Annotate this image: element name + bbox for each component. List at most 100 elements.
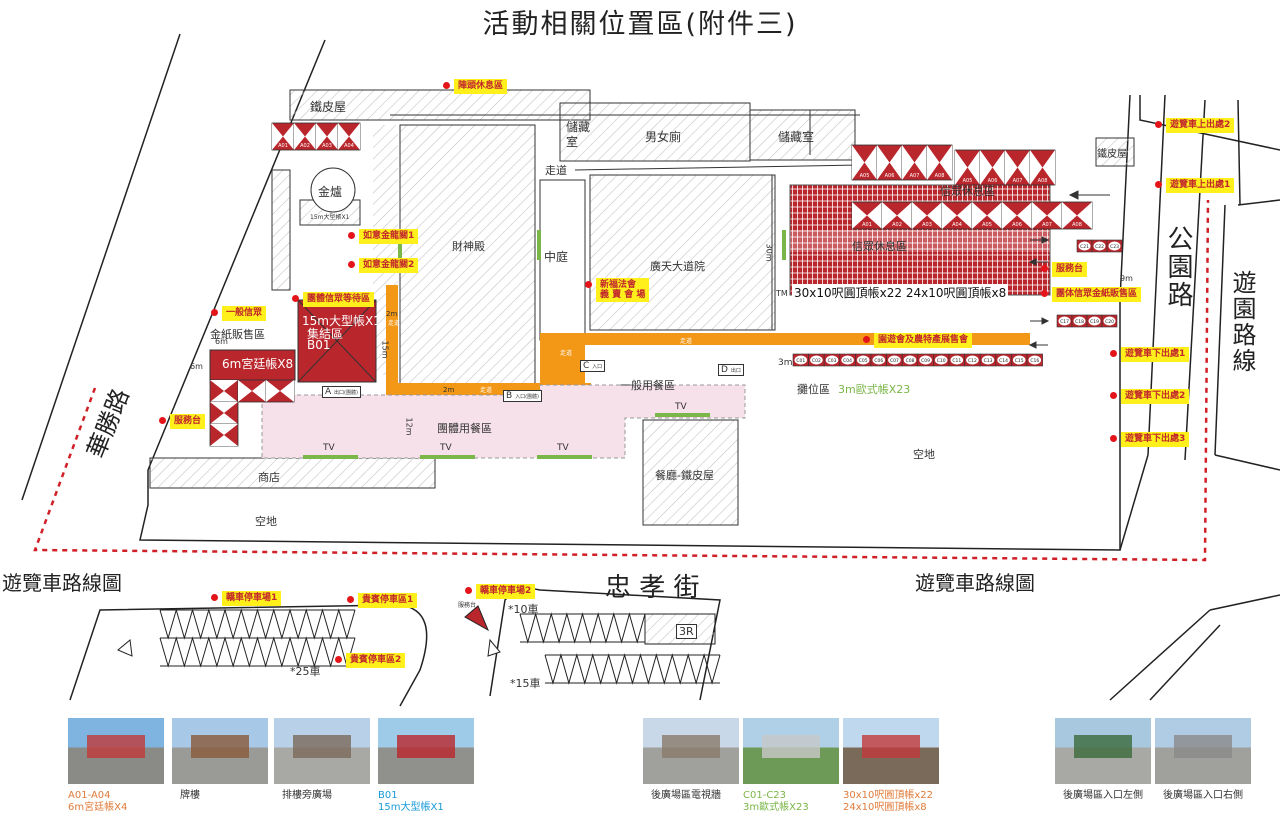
tv-label-1: TV (323, 443, 335, 453)
palace-tent (209, 379, 239, 403)
tent-code: A03 (322, 143, 332, 149)
tag-xinfu-line1: 新福法會 (600, 280, 637, 290)
page-title: 活動相關位置區(附件三) (482, 9, 798, 40)
label-walkway-1: 走道 (388, 320, 401, 327)
tent-code: C05 (859, 358, 868, 364)
stall-tent: C19 (1086, 314, 1103, 328)
stall-tent: C09 (917, 353, 934, 367)
tent-code: A03 (922, 222, 932, 228)
tent-code: C09 (921, 358, 930, 364)
photo-caption-line2: 3m歐式帳X23 (743, 802, 809, 813)
label-stall-area: 攤位區 (797, 383, 830, 396)
photo-subject (293, 734, 351, 758)
big-tent-line-2 (297, 299, 377, 383)
dim-3m: 3m (778, 358, 793, 368)
tag-vip-2: 貴賓停車區2 (334, 653, 406, 668)
tent-code: A01 (278, 143, 288, 149)
tent-code: C21 (1080, 244, 1089, 250)
road-zhongxiao: 忠 孝 街 (605, 573, 700, 603)
tag-group-wait: 團體信眾等待區 (291, 292, 375, 307)
photo-caption-line1: 後廣場區入口右側 (1163, 790, 1243, 801)
tag-xinfu-line2: 義 賣 會 場 (600, 290, 646, 300)
entrance-b: B 入口(團體) (503, 390, 542, 402)
tag-products: 園遊會及農特產展售會 (862, 333, 973, 348)
tag-bus-down-3: 遊覽車下出處3 (1109, 432, 1190, 447)
tag-service-right: 服務台 (1040, 262, 1088, 277)
reference-photo (743, 718, 839, 784)
stall-tent: C23 (1106, 239, 1123, 253)
label-corridor-top: 走道 (545, 164, 567, 177)
photo-caption: 牌樓 (180, 790, 200, 802)
stall-tent: C16 (1026, 353, 1043, 367)
tent-code: C22 (1095, 244, 1104, 250)
tag-parking-2: 轎車停車場2 (464, 584, 536, 599)
tent-gap (790, 230, 1050, 252)
photo-subject (662, 734, 720, 758)
label-tent-summary: 30x10呎圓頂帳x22 24x10呎圓頂帳x8 (792, 284, 1009, 301)
photo-caption-line1: 後廣場區電視牆 (651, 790, 721, 801)
tent-code: C20 (1105, 319, 1114, 325)
palace-tent: A02 (881, 201, 913, 230)
tent-code: C10 (937, 358, 946, 364)
label-big-tent-small: 15m大型帳X1 (310, 214, 350, 221)
arrows (1028, 190, 1110, 349)
tent-code: A08 (1072, 222, 1082, 228)
tent-code: C07 (890, 358, 899, 364)
palace-tent: A07 (901, 144, 928, 181)
label-gold-paper-area: 金紙販售區 (210, 328, 265, 341)
palace-tent: A05 (954, 149, 981, 186)
label-general-dining: 一般用餐區 (620, 379, 675, 392)
photo-subject (762, 734, 820, 758)
palace-tent (209, 423, 239, 447)
road-yuanlu: 遊園路線 (1228, 270, 1256, 374)
tent-code: C06 (874, 358, 883, 364)
stall-tent: C06 (870, 353, 887, 367)
tent-code: C11 (952, 358, 961, 364)
tent-group-left-vertical (209, 379, 295, 447)
tent-code: A06 (885, 173, 895, 179)
label-restroom: 男女廁 (645, 130, 682, 144)
tent-code: C14 (999, 358, 1008, 364)
tent-code: A07 (1013, 178, 1023, 184)
stall-tent: C17 (1056, 314, 1073, 328)
stall-tent: C04 (839, 353, 856, 367)
reference-photo (643, 718, 739, 784)
dim-6m-a: 6m (215, 337, 228, 346)
label-cars-15: *15車 (510, 677, 541, 690)
label-storage-small: 儲藏室 (566, 120, 591, 149)
entrance-c-letter: C (583, 361, 590, 371)
stall-tent: C05 (855, 353, 872, 367)
label-empty-lot-left: 空地 (255, 515, 277, 528)
reference-photo (172, 718, 268, 784)
label-guangtian-hall: 廣天大道院 (650, 260, 705, 273)
palace-tent: A06 (1001, 201, 1033, 230)
road-gongyuan: 公園路 (1163, 225, 1193, 309)
reference-photo (68, 718, 164, 784)
tag-general-believer: 一般信眾 (210, 306, 267, 321)
tent-code: C08 (906, 358, 915, 364)
stall-tent: C10 (933, 353, 950, 367)
dim-6m-b: 6m (190, 362, 203, 371)
tent-code: C13 (984, 358, 993, 364)
photo-caption: 排樓旁廣場 (282, 790, 332, 802)
tent-code: A05 (860, 173, 870, 179)
entrance-b-text: 入口(團體) (515, 394, 539, 400)
photo-caption: 後廣場區入口左側 (1063, 790, 1143, 802)
tent-code: C17 (1060, 319, 1069, 325)
label-tm: TM (776, 289, 788, 298)
parking-row-1 (159, 608, 356, 640)
stall-tent: C20 (1101, 314, 1118, 328)
stall-tent: C15 (1011, 353, 1028, 367)
label-courtyard: 中庭 (544, 250, 569, 264)
entrance-a-text: 出口(團體) (334, 390, 358, 396)
dim-9m: 9m (1120, 274, 1133, 283)
tent-code: C16 (1030, 358, 1039, 364)
photo-subject (397, 734, 455, 758)
